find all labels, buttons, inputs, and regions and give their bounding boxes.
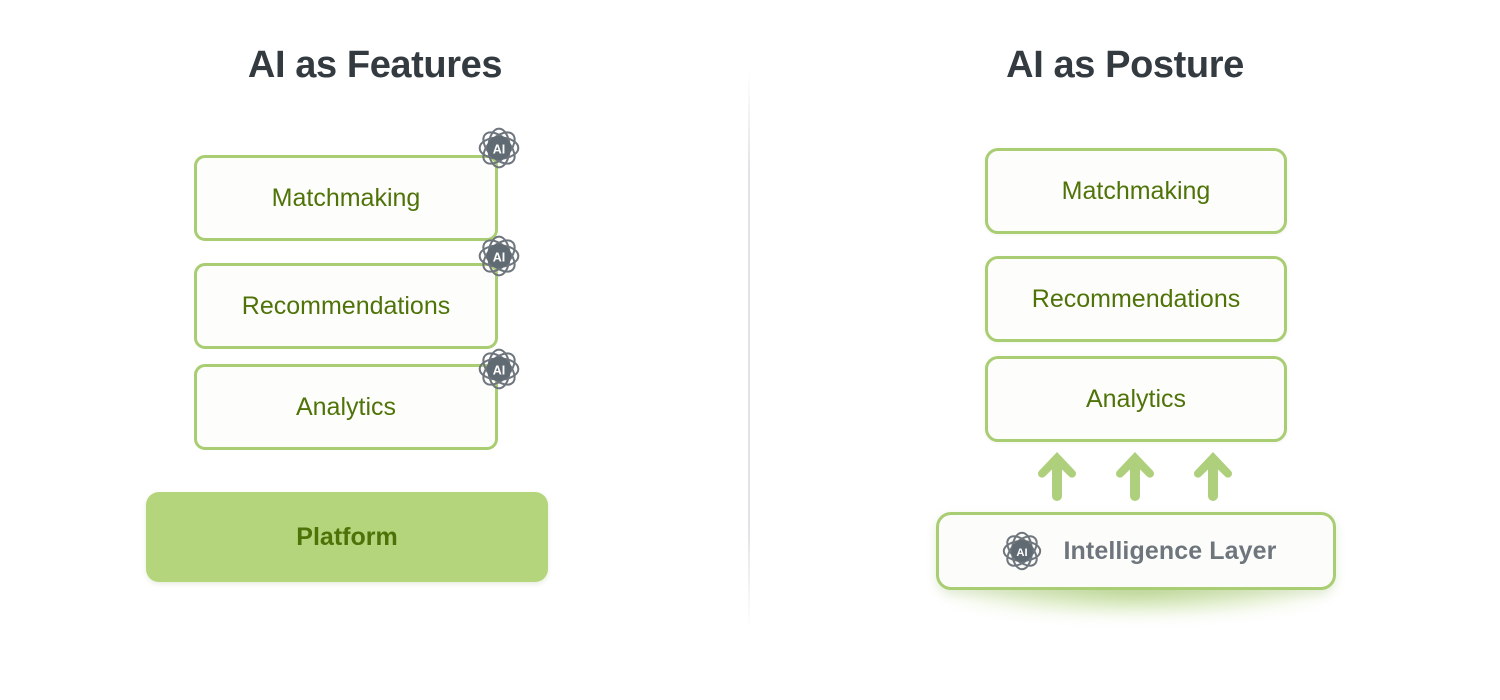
- upward-flow-arrows: [1020, 448, 1252, 504]
- ai-atom-icon: AI: [470, 227, 528, 285]
- feature-box-analytics-right[interactable]: Analytics: [985, 356, 1287, 442]
- feature-box-matchmaking-left[interactable]: Matchmaking: [194, 155, 498, 241]
- feature-box-matchmaking-right[interactable]: Matchmaking: [985, 148, 1287, 234]
- arrow-up-icon: [1191, 448, 1235, 504]
- feature-box-label: Recommendations: [241, 291, 451, 320]
- feature-box-label: Recommendations: [1031, 284, 1241, 313]
- feature-box-analytics-left[interactable]: Analytics: [194, 364, 498, 450]
- arrow-up-icon: [1035, 448, 1079, 504]
- feature-box-label: Analytics: [295, 392, 397, 421]
- page-title-left: AI as Features: [247, 44, 503, 86]
- intelligence-layer-label: Intelligence Layer: [1063, 536, 1277, 565]
- feature-box-recommendations-right[interactable]: Recommendations: [985, 256, 1287, 342]
- page-title-right: AI as Posture: [1006, 44, 1244, 86]
- svg-text:AI: AI: [493, 363, 506, 377]
- arrow-up-icon: [1113, 448, 1157, 504]
- ai-atom-icon: AI: [470, 119, 528, 177]
- panel-ai-as-features: AI as Features Matchmaking Recommendatio…: [146, 44, 548, 582]
- svg-text:AI: AI: [493, 250, 506, 264]
- feature-box-label: Analytics: [1085, 384, 1187, 413]
- feature-box-label: Matchmaking: [271, 183, 421, 212]
- platform-label: Platform: [296, 522, 398, 551]
- svg-text:AI: AI: [493, 142, 506, 156]
- ai-atom-icon: AI: [470, 340, 528, 398]
- feature-box-label: Matchmaking: [1061, 176, 1211, 205]
- ai-atom-icon: AI: [996, 525, 1048, 577]
- feature-box-recommendations-left[interactable]: Recommendations: [194, 263, 498, 349]
- svg-text:AI: AI: [1016, 547, 1027, 559]
- platform-bar[interactable]: Platform: [146, 492, 548, 582]
- panel-divider: [748, 70, 750, 630]
- intelligence-layer-panel[interactable]: AI Intelligence Layer: [936, 512, 1336, 590]
